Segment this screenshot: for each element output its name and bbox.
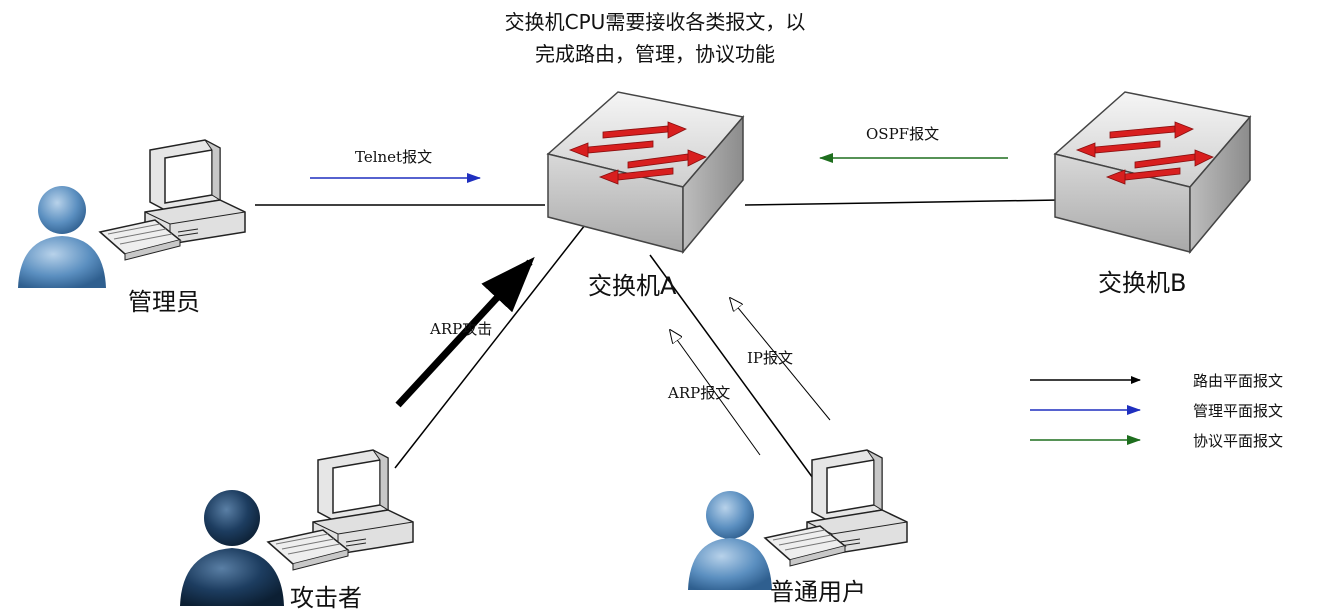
legend-manage-label: 管理平面报文 bbox=[1193, 402, 1284, 420]
legend-route-label: 路由平面报文 bbox=[1193, 372, 1284, 390]
link-user-switchA bbox=[649, 254, 819, 486]
switch-b-icon bbox=[1054, 91, 1251, 253]
user-person-icon bbox=[688, 491, 772, 590]
ospf-label: OSPF报文 bbox=[866, 125, 940, 143]
arp-attack-label: ARP攻击 bbox=[430, 320, 493, 338]
arp-attack-arrow bbox=[395, 256, 535, 408]
attacker-label: 攻击者 bbox=[290, 584, 362, 612]
admin-person-icon bbox=[18, 186, 106, 288]
switch-a-icon bbox=[547, 91, 744, 253]
legend-protocol-label: 协议平面报文 bbox=[1193, 432, 1284, 450]
switch-arrows-icon bbox=[1075, 121, 1214, 185]
normal-user-label: 普通用户 bbox=[770, 578, 866, 606]
ip-label: IP报文 bbox=[747, 349, 794, 367]
switch-b-label: 交换机B bbox=[1098, 269, 1187, 297]
arp-label: ARP报文 bbox=[668, 384, 731, 402]
telnet-label: Telnet报文 bbox=[355, 148, 433, 166]
link-switchA-switchB bbox=[744, 199, 1061, 206]
cpu-note: 交换机CPU需要接收各类报文，以完成路由，管理，协议功能 bbox=[504, 10, 806, 66]
switch-arrows-icon bbox=[568, 121, 707, 185]
link-attacker-switchA bbox=[394, 224, 586, 469]
switch-a-label: 交换机A bbox=[588, 272, 677, 300]
arp-arrow bbox=[670, 330, 761, 456]
ip-arrow bbox=[730, 298, 831, 421]
attacker-person-icon bbox=[180, 490, 284, 606]
admin-label: 管理员 bbox=[128, 288, 200, 316]
